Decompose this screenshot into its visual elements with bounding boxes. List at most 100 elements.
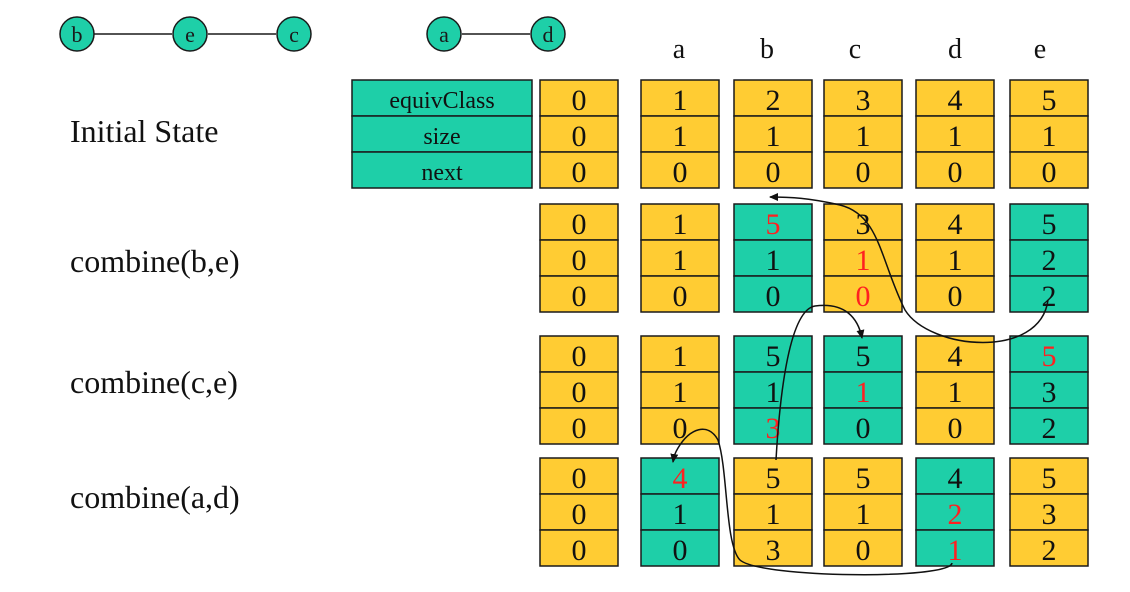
field-size-label: size [423,124,460,150]
cell-box-next [733,529,813,567]
field-size-box [351,115,533,153]
cell-box-next [539,275,619,313]
cell-value-next: 0 [766,156,781,189]
cell-box-next [733,275,813,313]
cell-combine-c-e-e: 532 [1009,335,1089,445]
cell-box-size [823,115,903,153]
cell-box-size [640,371,720,409]
cell-value-equivclass: 0 [572,340,587,373]
cell-value-next: 0 [948,412,963,445]
cell-combine-b-e-c: 310 [823,203,903,313]
cell-value-equivclass: 5 [1042,340,1057,373]
cell-value-next: 0 [766,280,781,313]
cell-box-next [640,529,720,567]
cell-value-equivclass: 0 [572,208,587,241]
cell-box-size [640,239,720,277]
cell-box-equivclass [539,203,619,241]
pointer-arrows [670,193,1049,576]
cell-value-size: 1 [673,120,688,153]
cell-box-size [915,371,995,409]
cell-box-equivclass [640,79,720,117]
cell-value-equivclass: 5 [766,340,781,373]
cell-value-next: 0 [856,534,871,567]
cell-combine-b-e-d: 410 [915,203,995,313]
cell-combine-c-e-c: 510 [823,335,903,445]
column-header-d: d [948,34,962,65]
cell-box-next [539,151,619,189]
cell-value-equivclass: 5 [766,462,781,495]
cell-value-equivclass: 4 [948,84,963,117]
cell-box-equivclass [640,457,720,495]
cell-value-equivclass: 5 [856,462,871,495]
cell-value-equivclass: 4 [673,462,688,495]
cell-value-next: 0 [572,156,587,189]
state-cells: 0001102103104105100001105103104105220001… [539,79,1089,567]
node-e-label: e [185,22,195,47]
cell-value-size: 2 [948,498,963,531]
cell-value-size: 1 [673,376,688,409]
cell-value-size: 1 [948,244,963,277]
cell-box-equivclass [1009,335,1089,373]
cell-initial-a: 110 [640,79,720,189]
cell-value-next: 0 [673,534,688,567]
cell-box-next [915,151,995,189]
field-equivclass-label: equivClass [389,88,494,114]
node-a-circle [426,16,462,52]
cell-value-size: 0 [572,120,587,153]
cell-box-next [733,407,813,445]
cell-box-next [733,151,813,189]
field-next-box [351,151,533,189]
node-b-circle [59,16,95,52]
cell-box-equivclass [915,457,995,495]
cell-box-equivclass [1009,203,1089,241]
cell-value-next: 0 [856,280,871,313]
cell-box-next [823,529,903,567]
cell-box-equivclass [823,335,903,373]
cell-value-next: 0 [673,412,688,445]
cell-box-next [640,407,720,445]
node-b: b [59,16,95,52]
cell-value-equivclass: 3 [856,84,871,117]
cell-value-next: 0 [856,156,871,189]
cell-box-next [1009,407,1089,445]
cell-initial-zero: 000 [539,79,619,189]
cell-value-size: 2 [1042,244,1057,277]
cell-combine-b-e-e: 522 [1009,203,1089,313]
cell-box-equivclass [640,335,720,373]
cell-box-next [915,407,995,445]
cell-value-next: 0 [572,534,587,567]
node-d-label: d [543,22,554,47]
cell-value-next: 1 [948,534,963,567]
cell-value-next: 0 [673,280,688,313]
column-header-c: c [849,34,861,65]
node-e: e [172,16,208,52]
cell-box-size [823,493,903,531]
cell-value-next: 0 [1042,156,1057,189]
node-a-label: a [439,22,449,47]
state-label-combine-c-e: combine(c,e) [70,364,238,400]
node-b-label: b [72,22,83,47]
cell-box-next [1009,275,1089,313]
cell-value-next: 2 [1042,412,1057,445]
node-c-circle [276,16,312,52]
cell-value-equivclass: 1 [673,340,688,373]
cell-value-equivclass: 4 [948,340,963,373]
cell-box-size [1009,493,1089,531]
cell-combine-a-d-zero: 000 [539,457,619,567]
cell-combine-c-e-d: 410 [915,335,995,445]
state-label-combine-b-e: combine(b,e) [70,243,240,279]
cell-value-size: 1 [766,120,781,153]
cell-combine-c-e-b: 513 [733,335,813,445]
node-c: c [276,16,312,52]
cell-value-equivclass: 5 [766,208,781,241]
cell-box-size [733,371,813,409]
cell-value-equivclass: 2 [766,84,781,117]
cell-value-size: 1 [673,244,688,277]
cell-box-next [823,275,903,313]
cell-box-size [640,493,720,531]
cell-value-next: 0 [673,156,688,189]
cell-box-next [640,151,720,189]
cell-initial-d: 410 [915,79,995,189]
column-headers: a b c d e [673,34,1046,65]
